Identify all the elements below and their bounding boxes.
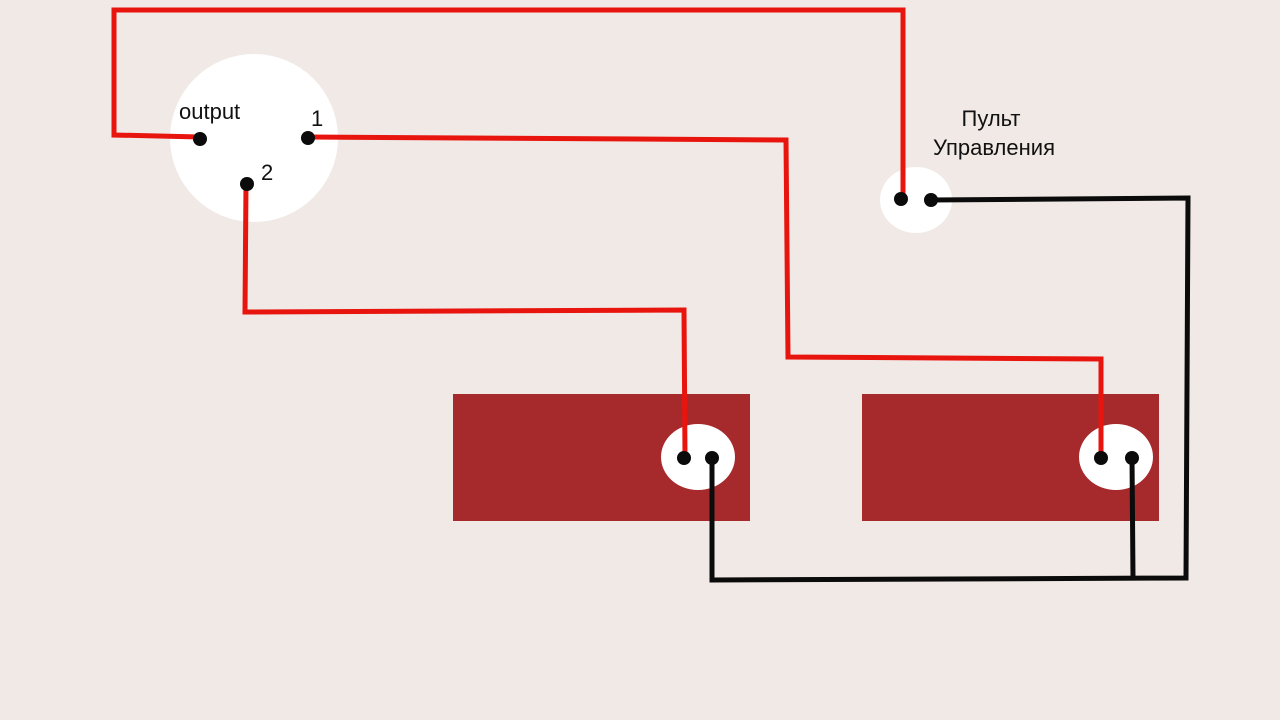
black-wire-remote-ground (709, 195, 1191, 583)
right-block-connector (1079, 424, 1153, 490)
left-block-connector (661, 424, 735, 490)
red-wire-output-to-remote (111, 7, 906, 198)
left-block-terminal-red (677, 451, 691, 465)
pin2-label: 2 (261, 160, 273, 185)
remote-label-line1: Пульт (962, 106, 1021, 131)
right-block-terminal-red (1094, 451, 1108, 465)
output-terminal-dot (193, 132, 207, 146)
remote-connector (880, 167, 952, 233)
output-label: output (179, 99, 240, 124)
remote-terminal-dot-1 (894, 192, 908, 206)
right-block-terminal-black (1125, 451, 1139, 465)
pin1-terminal-dot (301, 131, 315, 145)
left-block-terminal-black (705, 451, 719, 465)
remote-label-line2: Управления (933, 135, 1055, 160)
red-wire-pin2-to-left-block (242, 183, 688, 458)
red-wire-pin1-to-right-block (307, 134, 1104, 457)
output-connector (170, 54, 338, 222)
remote-terminal-dot-2 (924, 193, 938, 207)
pin1-label: 1 (311, 106, 323, 131)
pin2-terminal-dot (240, 177, 254, 191)
black-wire-right-block-ground (1129, 456, 1136, 579)
